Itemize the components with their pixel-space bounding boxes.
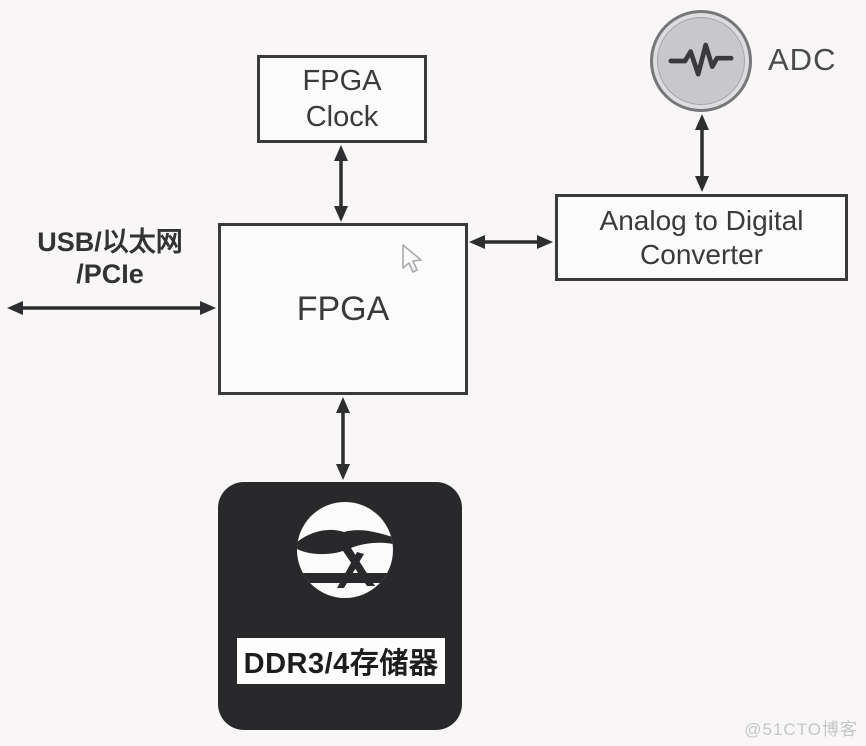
fpga-clock-label-line1: FPGA [302, 65, 382, 97]
analog-to-digital-converter-block: Analog to Digital Converter [555, 194, 848, 281]
arrow-adc-converter [695, 114, 709, 192]
51cto-watermark: @51CTO博客 [744, 720, 858, 739]
arrow-fpga-converter [469, 235, 553, 249]
usb-label-line1: USB/以太网 [37, 227, 183, 257]
fpga-block: FPGA [218, 223, 468, 395]
arrow-fpga-ddr [336, 397, 350, 480]
ddr-memory-label: DDR3/4存储器 [237, 638, 445, 684]
fpga-clock-block: FPGA Clock [257, 55, 427, 143]
arrow-clock-fpga [334, 145, 348, 222]
mouse-cursor-icon [402, 244, 422, 273]
converter-label-line1: Analog to Digital [599, 204, 804, 236]
fpga-label: FPGA [296, 289, 390, 328]
adc-label: ADC [768, 42, 837, 77]
converter-label-line2: Converter [640, 238, 763, 270]
waveform-pulse-icon [668, 42, 734, 77]
ddr-memory-chip: DDR3/4存储器 [218, 482, 462, 730]
usb-label-line2: /PCIe [76, 259, 144, 289]
adc-sensor-circle [650, 10, 752, 112]
arrow-usb-fpga [7, 301, 216, 315]
usb-ethernet-pcie-label: USB/以太网 /PCIe [6, 226, 214, 290]
fpga-clock-label-line2: Clock [305, 101, 379, 133]
tree-logo-icon [297, 502, 393, 598]
